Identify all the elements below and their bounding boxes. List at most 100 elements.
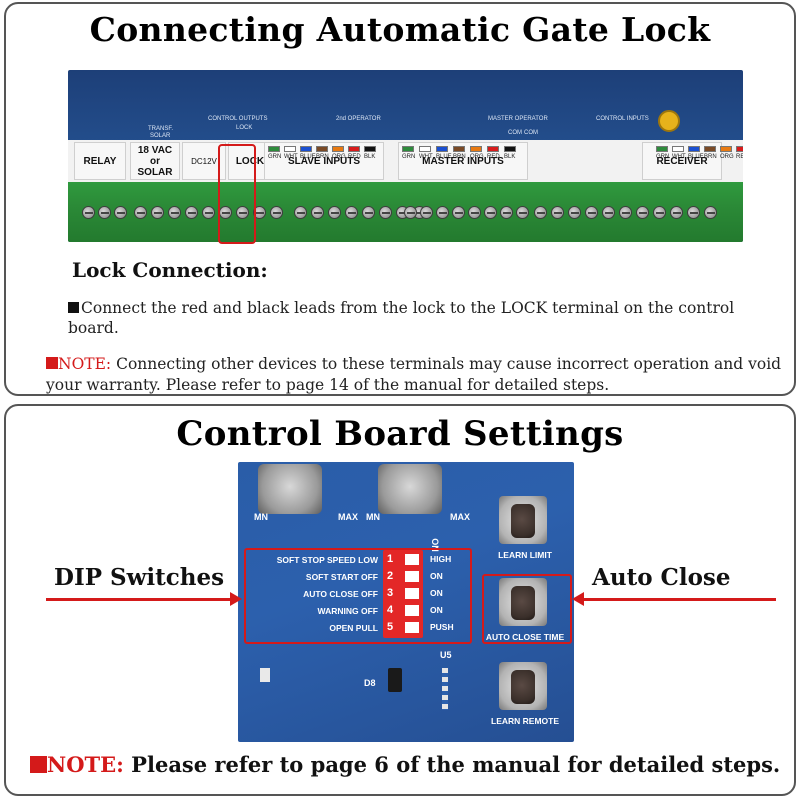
- terminal-screw-icon[interactable]: [568, 206, 581, 219]
- terminal-screw-icon[interactable]: [585, 206, 598, 219]
- terminal-screw-icon[interactable]: [704, 206, 717, 219]
- terminal-screw-icon[interactable]: [687, 206, 700, 219]
- wire-color-label: WHT: [672, 154, 686, 160]
- wire-color-chip: [453, 146, 465, 152]
- lock-connection-panel: Connecting Automatic Gate Lock TRANSF. S…: [4, 2, 796, 396]
- terminal-screw-icon[interactable]: [516, 206, 529, 219]
- terminal-screw-icon[interactable]: [452, 206, 465, 219]
- dip-2-right: ON: [430, 571, 443, 581]
- wire-color-chip: [720, 146, 732, 152]
- terminal-screw-icon[interactable]: [468, 206, 481, 219]
- terminal-screw-icon[interactable]: [619, 206, 632, 219]
- terminal-screw-icon[interactable]: [253, 206, 266, 219]
- learn-remote-button-pad[interactable]: LEARN REMOTE: [484, 658, 566, 730]
- dip-switch-block[interactable]: 1 2 3 4 5: [383, 550, 423, 638]
- terminal-screw-icon[interactable]: [436, 206, 449, 219]
- terminal-screw-icon[interactable]: [311, 206, 324, 219]
- potentiometer-2-icon: [378, 464, 442, 514]
- auto-close-time-button-pad[interactable]: AUTO CLOSE TIME: [484, 574, 566, 646]
- wire-color-chip: [402, 146, 414, 152]
- note-square-icon: [30, 756, 47, 773]
- wire-color-label: ORG: [332, 154, 346, 160]
- dip-5-right: PUSH: [430, 622, 454, 632]
- terminal-screw-icon[interactable]: [362, 206, 375, 219]
- lock-note: NOTE: Connecting other devices to these …: [46, 354, 796, 396]
- terminal-screw-icon[interactable]: [379, 206, 392, 219]
- terminal-screw-icon[interactable]: [534, 206, 547, 219]
- wire-color-chip: [419, 146, 431, 152]
- dip-arrow-line: [46, 598, 232, 601]
- dip-switch-highlight: [244, 548, 472, 644]
- control-board-photo-bottom: MN MAX MN MAX SOFT STOP SPEED LOW SOFT S…: [238, 462, 574, 742]
- pot-max-label-1: MAX: [338, 512, 358, 522]
- terminal-screw-icon[interactable]: [345, 206, 358, 219]
- terminal-screw-icon[interactable]: [202, 206, 215, 219]
- wire-color-label: BRN: [316, 154, 329, 160]
- terminal-screw-icon[interactable]: [168, 206, 181, 219]
- terminal-screw-icon[interactable]: [551, 206, 564, 219]
- dip-2-number: 2: [387, 570, 394, 582]
- terminal-screw-icon[interactable]: [500, 206, 513, 219]
- wire-color-chip: [316, 146, 328, 152]
- bullet-text: Connect the red and black leads from the…: [68, 299, 735, 337]
- second-operator-label: 2nd OPERATOR: [336, 116, 381, 122]
- dip-1-left: SOFT STOP SPEED LOW: [276, 555, 378, 565]
- wire-color-label: GRN: [402, 154, 416, 160]
- wire-color-chip: [504, 146, 516, 152]
- transf-label: TRANSF.: [148, 126, 174, 132]
- wire-color-chip: [436, 146, 448, 152]
- terminal-screw-icon[interactable]: [270, 206, 283, 219]
- wire-color-label: GRN: [656, 154, 670, 160]
- dip-5-toggle[interactable]: [405, 622, 419, 633]
- terminal-screw-icon[interactable]: [670, 206, 683, 219]
- terminal-screw-icon[interactable]: [484, 206, 497, 219]
- control-board-photo-top: TRANSF. SOLAR CONTROL OUTPUTS LOCK 2nd O…: [68, 70, 743, 242]
- learn-limit-button-pad[interactable]: LEARN LIMIT: [484, 492, 566, 564]
- terminal-screw-icon[interactable]: [420, 206, 433, 219]
- header-pins-icon: [442, 668, 448, 710]
- wire-color-label: WHT: [419, 154, 433, 160]
- terminal-block-row: [68, 182, 743, 242]
- terminal-screw-icon[interactable]: [185, 206, 198, 219]
- d8-label: D8: [364, 678, 376, 688]
- dip-1-toggle[interactable]: [405, 554, 419, 565]
- dip-5-number: 5: [387, 621, 394, 633]
- settings-note-label: NOTE:: [47, 752, 124, 777]
- terminal-screw-icon[interactable]: [328, 206, 341, 219]
- terminal-screw-icon[interactable]: [294, 206, 307, 219]
- dip-4-toggle[interactable]: [405, 605, 419, 616]
- terminal-screw-icon[interactable]: [114, 206, 127, 219]
- lock-connection-heading: Lock Connection:: [72, 258, 268, 282]
- terminal-screw-icon[interactable]: [151, 206, 164, 219]
- note-label: NOTE:: [58, 355, 112, 373]
- wire-color-label: RED: [736, 154, 743, 160]
- u5-label: U5: [440, 650, 452, 660]
- control-inputs-label: CONTROL INPUTS: [596, 116, 649, 122]
- learn-remote-button[interactable]: [511, 670, 535, 704]
- learn-limit-button[interactable]: [511, 504, 535, 538]
- auto-close-time-button[interactable]: [511, 586, 535, 620]
- wire-color-label: RED: [487, 154, 500, 160]
- note-square-icon: [46, 357, 58, 369]
- wire-color-chip: [284, 146, 296, 152]
- dip-4-number: 4: [387, 604, 394, 616]
- terminal-screw-icon[interactable]: [602, 206, 615, 219]
- pot-max-label-2: MAX: [450, 512, 470, 522]
- dip-3-toggle[interactable]: [405, 588, 419, 599]
- wire-color-label: BLK: [504, 154, 516, 160]
- terminal-screw-icon[interactable]: [82, 206, 95, 219]
- dip-2-toggle[interactable]: [405, 571, 419, 582]
- capacitor-icon: [658, 110, 680, 132]
- auto-arrow-line: [582, 598, 776, 601]
- terminal-screw-icon[interactable]: [404, 206, 417, 219]
- terminal-screw-icon[interactable]: [134, 206, 147, 219]
- learn-remote-label: LEARN REMOTE: [491, 716, 559, 726]
- smd-component-icon: [260, 668, 270, 682]
- terminal-screw-icon[interactable]: [653, 206, 666, 219]
- terminal-screw-icon[interactable]: [636, 206, 649, 219]
- dip-1-number: 1: [387, 553, 394, 565]
- terminal-screw-icon[interactable]: [236, 206, 249, 219]
- dip-2-left: SOFT START OFF: [305, 572, 378, 582]
- wire-color-chip: [300, 146, 312, 152]
- terminal-screw-icon[interactable]: [98, 206, 111, 219]
